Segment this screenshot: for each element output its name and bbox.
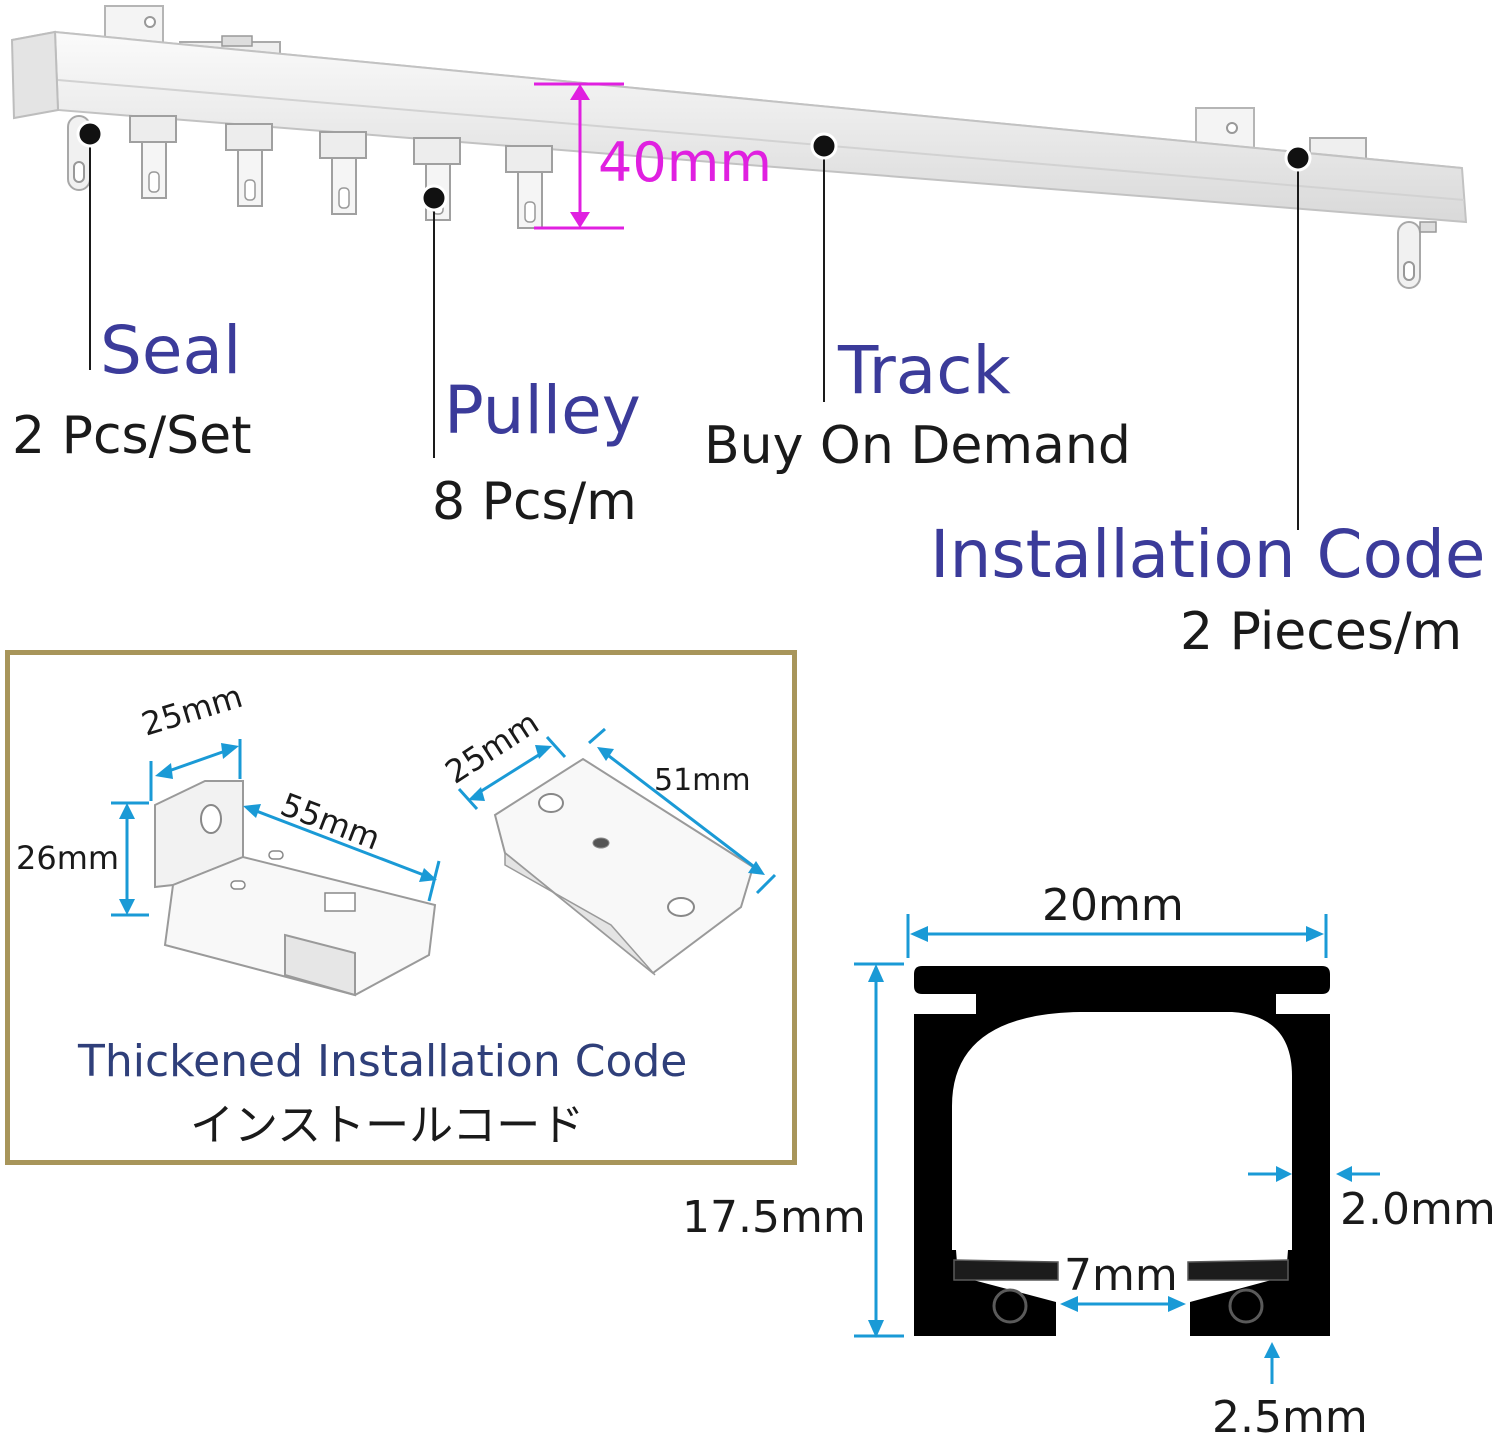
seal-name: Seal	[100, 312, 242, 389]
bracket-caption-jp: インストールコード	[190, 1100, 585, 1151]
l-bracket-height-label: 26mm	[16, 839, 120, 877]
pulley	[225, 123, 273, 207]
profile-height-label: 17.5mm	[682, 1192, 866, 1243]
track-height-label: 40mm	[598, 131, 772, 194]
seal-right	[1397, 221, 1437, 289]
profile-lip-label: 2.5mm	[1212, 1392, 1368, 1443]
pulley	[319, 131, 367, 215]
pulley-callout-dot	[420, 184, 448, 212]
profile-grooves	[992, 1288, 1264, 1324]
callout-dots	[76, 120, 1312, 212]
profile-dimension-lines	[854, 914, 1380, 1384]
profile-width-label: 20mm	[1042, 880, 1184, 931]
l-bracket-hole	[200, 804, 222, 834]
track-qty: Buy On Demand	[704, 416, 1131, 476]
flat-bracket	[493, 757, 755, 976]
installation-code-name: Installation Code	[930, 516, 1486, 593]
pulley-name: Pulley	[444, 372, 641, 449]
track-rail	[10, 30, 1468, 224]
track-callout-dot	[810, 132, 838, 160]
installation-code-callout-dot	[1284, 144, 1312, 172]
flat-bracket-length-label: 51mm	[654, 763, 751, 798]
bracket-caption-en: Thickened Installation Code	[78, 1036, 688, 1087]
profile-wall-label: 2.0mm	[1340, 1184, 1496, 1235]
profile-body	[914, 994, 1330, 1336]
track-profile-diagram	[854, 914, 1380, 1384]
callout-lines	[89, 134, 1299, 530]
track-name: Track	[838, 332, 1011, 409]
l-bracket	[154, 780, 437, 997]
track-illustration	[10, 5, 1468, 530]
profile-lips	[953, 1259, 1289, 1281]
bracket-illustration	[111, 727, 777, 997]
profile-top-flange	[914, 966, 1330, 994]
pulley-qty: 8 Pcs/m	[432, 472, 637, 532]
profile-section	[914, 966, 1330, 1336]
bracket-panel	[5, 650, 797, 1165]
seal-callout-dot	[76, 120, 104, 148]
bracket-dimension-lines	[111, 727, 777, 917]
pulley	[505, 145, 553, 229]
height-indicator	[534, 82, 624, 230]
pulley	[129, 115, 177, 199]
seal-qty: 2 Pcs/Set	[12, 406, 252, 466]
profile-gap-label: 7mm	[1064, 1250, 1178, 1301]
installation-code-qty: 2 Pieces/m	[1180, 602, 1463, 662]
